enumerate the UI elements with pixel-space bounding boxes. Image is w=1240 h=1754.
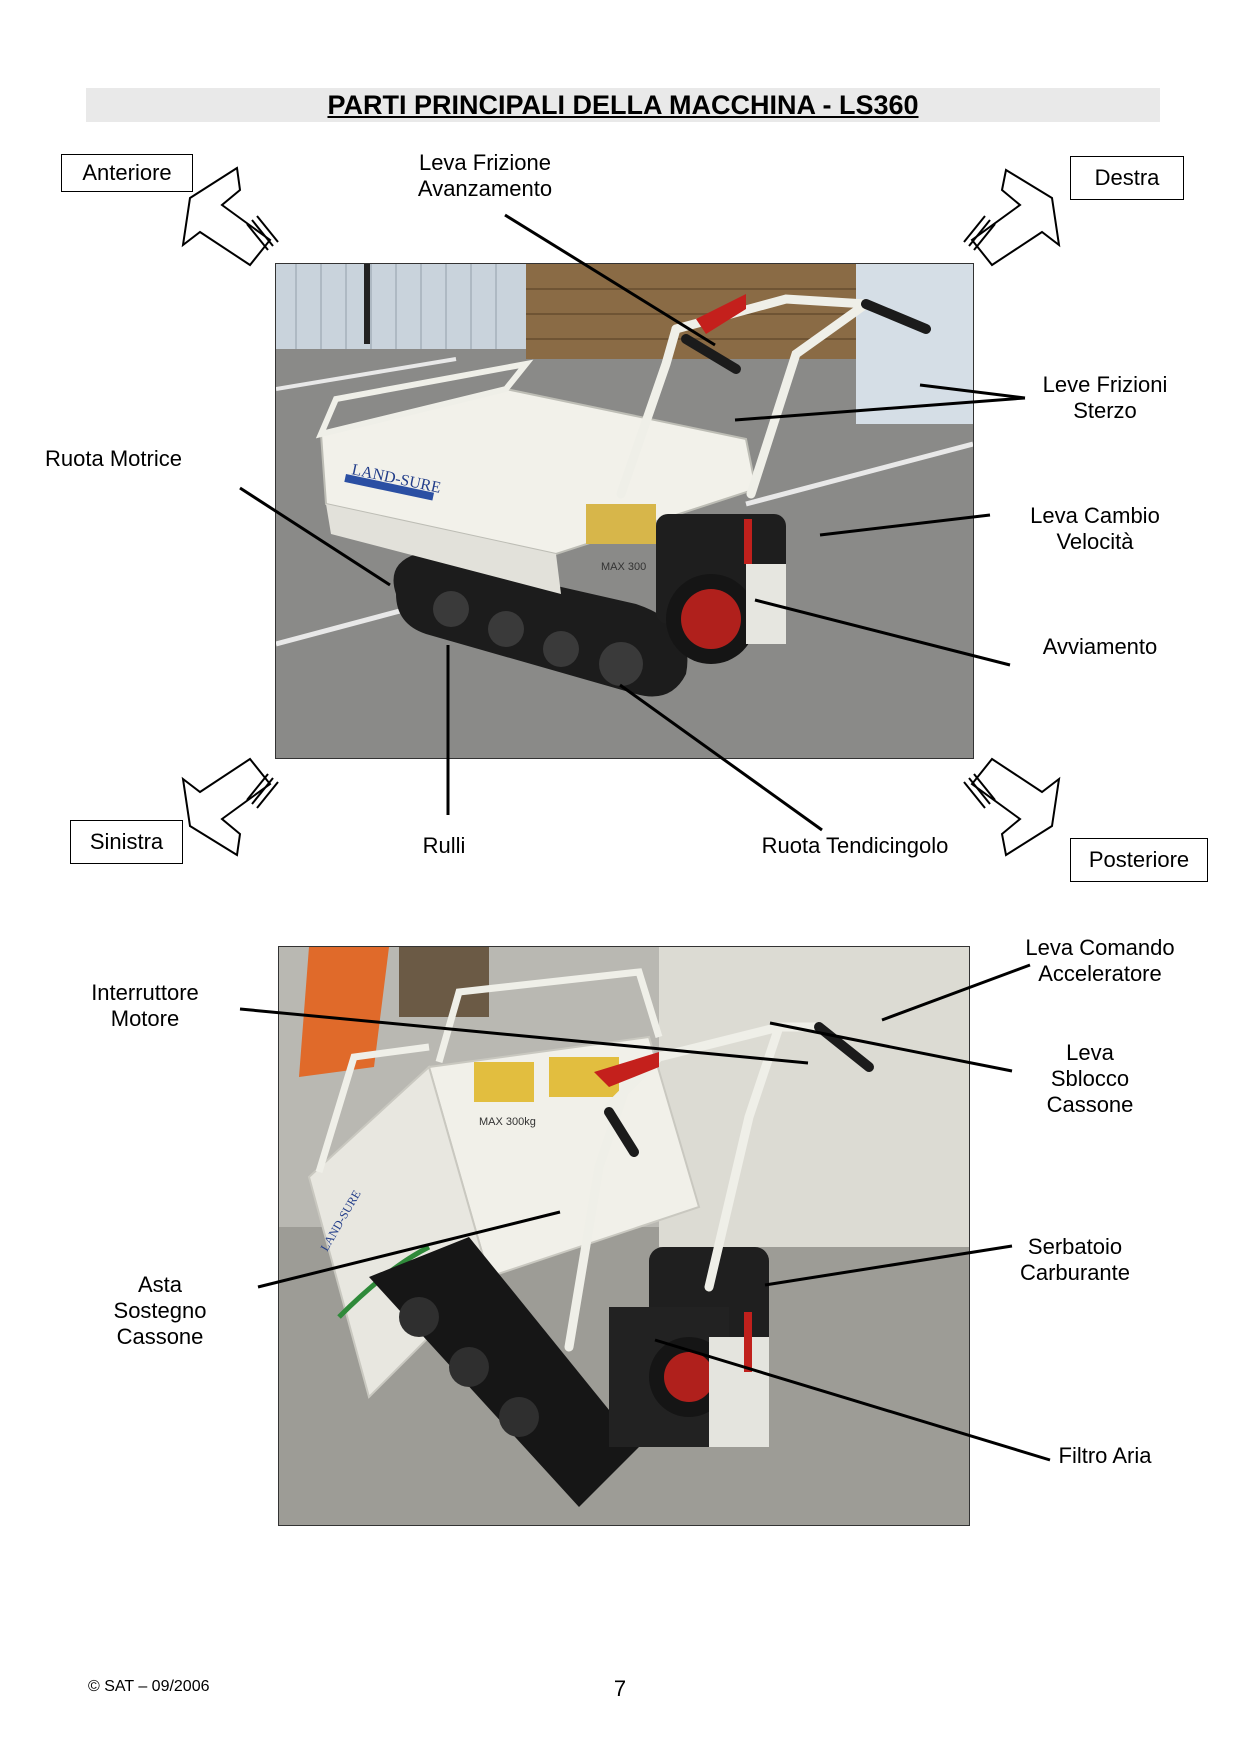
label-tensioner: Ruota Tendicingolo [761,833,949,858]
leader-tank [764,1244,1013,1287]
direction-rear-box: Posteriore [1070,838,1208,882]
direction-front-box: Anteriore [61,154,193,192]
label-air-filter: Filtro Aria [1058,1443,1152,1468]
footer-copyright: © SAT – 09/2006 [88,1678,210,1695]
leader-steering-a [919,383,1026,400]
arrow-right-icon [963,168,1061,267]
machine-photo-front-image: LAND-SURE MAX 300 [276,264,973,758]
page-number: 7 [613,1676,627,1701]
leader-start [754,598,1011,667]
leader-drive-wheel [239,486,391,587]
leader-switch [239,1007,809,1065]
capacity-text-2: MAX 300kg [479,1116,536,1128]
leader-gear [819,513,991,537]
leader-clutch-advance [504,213,716,347]
leader-release [769,1021,1013,1073]
leader-steering-b [734,396,1026,422]
leader-throttle [881,963,1031,1022]
arrow-left-icon [181,757,279,857]
arrow-front-icon [181,166,279,267]
label-rollers: Rulli [422,833,466,858]
label-drive-wheel: Ruota Motrice [45,446,182,471]
direction-right-box: Destra [1070,156,1184,200]
leader-tensioner [619,683,823,832]
page-title: PARTI PRINCIPALI DELLA MACCHINA - LS360 [327,90,919,120]
title-bar [86,88,1160,122]
leader-rod [257,1210,561,1289]
machine-photo-front: LAND-SURE MAX 300 [275,263,974,759]
capacity-text: MAX 300 [601,561,646,573]
machine-photo-side-image: MAX 300kg LAND-SURE [279,947,969,1525]
direction-left-box: Sinistra [70,820,183,864]
arrow-rear-icon [963,757,1061,857]
machine-photo-side: MAX 300kg LAND-SURE [278,946,970,1526]
label-start: Avviamento [1042,634,1158,659]
leader-filter [654,1338,1051,1462]
